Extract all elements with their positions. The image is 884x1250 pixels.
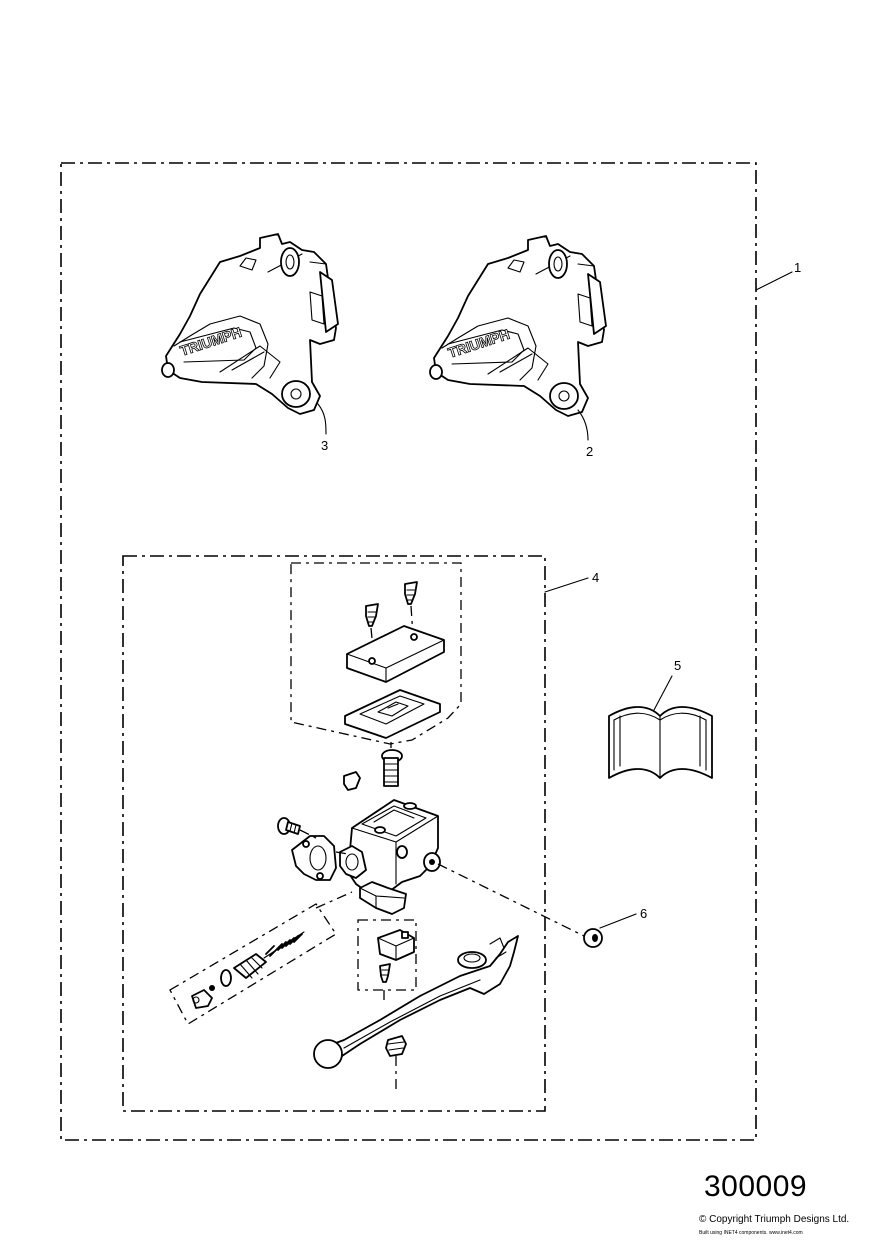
reservoir-diaphragm [344,689,441,739]
leader-4 [544,577,589,593]
brake-caliper-right: TRIUMPH [429,235,607,417]
copyright-notice: © Copyright Triumph Designs Ltd. [699,1214,850,1225]
callout-2: 2 [586,444,593,459]
diagram-number: 300009 [704,1170,808,1203]
piston-assembly [191,931,305,1009]
clamp-screw [277,817,301,835]
instruction-book-icon [608,706,713,779]
callout-5: 5 [674,658,681,673]
brake-light-switch [377,929,415,961]
master-cylinder-body [339,799,441,915]
brake-switch-boundary [357,919,417,991]
cap-screw-2 [404,581,418,605]
washer [583,928,603,948]
dust-cap [343,771,361,791]
kit-boundary-master-cylinder [122,555,546,1112]
switch-screw [379,963,391,983]
leader-1 [755,271,793,291]
callout-4: 4 [592,570,599,585]
reservoir-group-boundary [290,562,462,745]
piston-kit-boundary [169,903,337,1025]
kit-boundary-outer [60,162,757,1141]
callout-1: 1 [794,260,801,275]
callout-6: 6 [640,906,647,921]
handlebar-clamp [291,835,337,881]
leader-6 [599,913,637,929]
leader-2 [577,409,589,441]
leader-3 [317,403,327,435]
brake-caliper-left: TRIUMPH [161,233,339,415]
callout-3: 3 [321,438,328,453]
brake-lever [313,935,519,1069]
cap-screw-1 [365,603,379,627]
reservoir-cap [346,625,445,683]
leader-5 [653,675,673,711]
pivot-bolt [385,1035,407,1057]
banjo-bolt [381,742,403,787]
credit-notice: Built using INET4 components. www.inet4.… [699,1230,803,1236]
